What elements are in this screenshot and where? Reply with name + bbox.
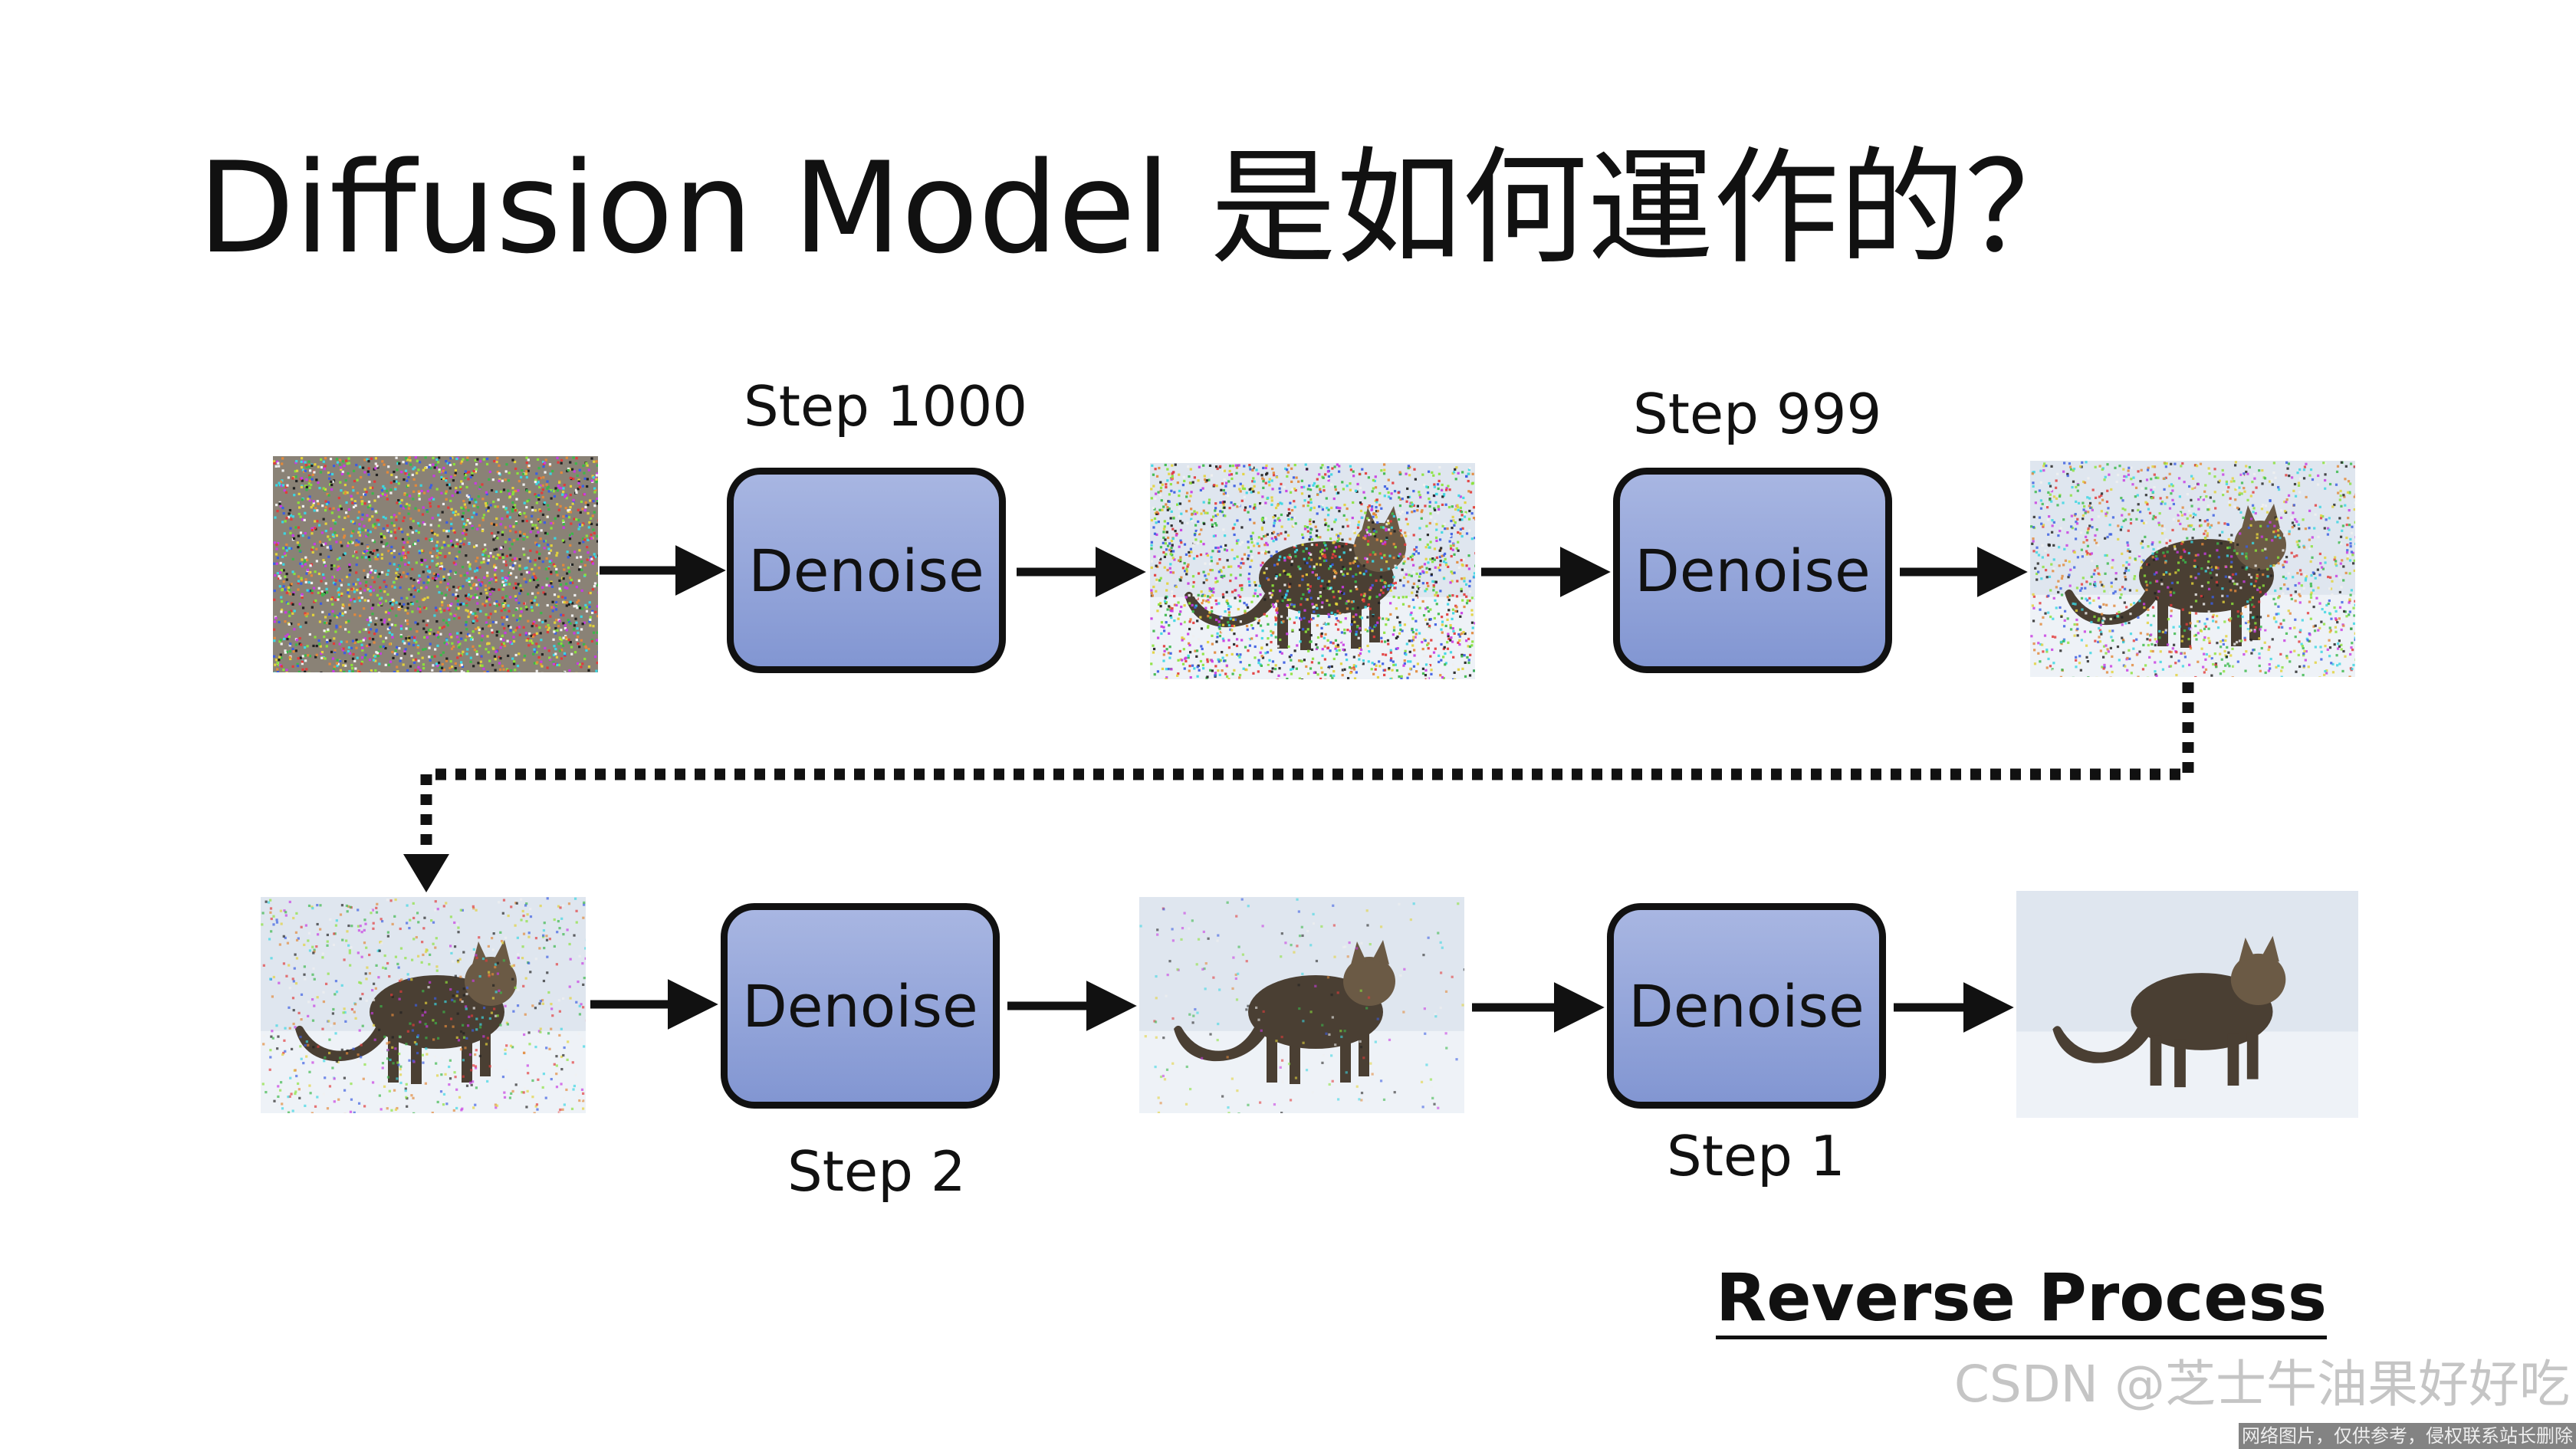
almost-clean-cat-image [1139, 897, 1464, 1113]
step-label-2: Step 2 [787, 1139, 966, 1204]
noisy-cat-step-998-graphic [2030, 461, 2355, 677]
denoise-box-step-2: Denoise [721, 903, 1000, 1109]
denoise-label: Denoise [748, 536, 984, 605]
step-label-1: Step 1 [1667, 1124, 1845, 1188]
denoise-box-step-1: Denoise [1607, 903, 1886, 1109]
noisy-cat-step-999-image [1150, 463, 1475, 679]
pure-noise-graphic [273, 456, 598, 672]
denoise-box-step-1000: Denoise [727, 468, 1006, 673]
noisy-cat-step-998-image [2030, 461, 2355, 677]
watermark: CSDN @芝士牛油果好好吃 [1953, 1355, 2570, 1414]
dotted-connector-arrowhead [403, 854, 449, 892]
noisy-cat-step-2-graphic [261, 897, 586, 1113]
pure-noise-image [273, 456, 598, 672]
almost-clean-cat-graphic [1139, 897, 1464, 1113]
dotted-connector [420, 682, 2194, 857]
watermark-strip: 网络图片，仅供参考，侵权联系站长删除 [2239, 1423, 2576, 1449]
clean-cat-graphic [2016, 891, 2358, 1118]
noisy-cat-step-999-graphic [1150, 463, 1475, 679]
noisy-cat-step-2-image [261, 897, 586, 1113]
step-label-999: Step 999 [1633, 382, 1882, 446]
denoise-label: Denoise [742, 971, 978, 1040]
reverse-process-label: Reverse Process [1716, 1265, 2328, 1339]
denoise-label: Denoise [1628, 971, 1865, 1040]
denoise-label: Denoise [1635, 536, 1871, 605]
page-title: Diffusion Model 是如何運作的？ [198, 135, 2091, 281]
step-label-1000: Step 1000 [744, 374, 1028, 439]
denoise-box-step-999: Denoise [1613, 468, 1892, 673]
clean-cat-image [2016, 891, 2358, 1118]
